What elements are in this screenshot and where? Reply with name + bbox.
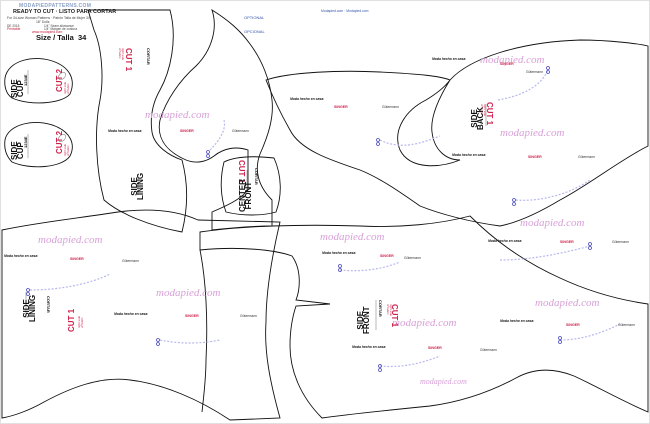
made-with-label: Moda hecho en casa:: [488, 239, 523, 243]
singer-logo: SINGER: [500, 62, 514, 66]
side-front-inner-piece: [199, 249, 208, 413]
size-label: Size / Talla 34: [36, 33, 87, 42]
optional-label-es: OPCIONAL: [244, 29, 265, 34]
watermark: modapied.com: [420, 377, 467, 386]
cut-note: right side of fabric: [63, 143, 71, 156]
optional-label: OPTIONAL: [244, 15, 265, 20]
gutermann-logo: Gütermann: [480, 348, 497, 352]
sheet-subtitle: For 34-size Woman Patterns · Patrón Tall…: [7, 16, 90, 20]
gutermann-logo: Gütermann: [232, 129, 249, 133]
singer-logo: SINGER: [528, 155, 542, 159]
cut-note: right side of fabric: [479, 104, 487, 117]
singer-logo: SINGER: [334, 105, 348, 109]
sheet-title: READY TO CUT · LISTO PARA CORTAR: [13, 9, 117, 15]
date-label: DE 2015: [7, 24, 20, 28]
cortar-label: CORTAR: [254, 168, 259, 185]
side-back-inner-piece: [397, 79, 461, 167]
printable-label: Printable: [7, 27, 21, 31]
scissors-icon: [26, 66, 592, 372]
watermark: modapied.com: [392, 317, 457, 329]
singer-logo: SINGER: [185, 314, 199, 318]
watermark: modapied.com: [535, 297, 600, 309]
cut-note: right side of fabric: [385, 304, 393, 317]
piece-name: SIDE LINING: [22, 294, 38, 322]
made-with-label: Moda hecho en casa:: [452, 153, 487, 157]
singer-logo: SINGER: [380, 254, 394, 258]
cortar-label: CORTAR: [378, 300, 383, 317]
margin-label: 1/4" Margen de costura: [44, 27, 78, 31]
gutermann-logo: Gütermann: [382, 105, 399, 109]
gutermann-logo: Gütermann: [122, 259, 139, 263]
singer-logo: SINGER: [70, 257, 84, 261]
gutermann-logo: Gütermann: [618, 323, 635, 327]
watermark: modapied.com: [480, 54, 545, 66]
made-with-label: Moda hecho en casa:: [4, 254, 39, 258]
singer-logo: SINGER: [560, 240, 574, 244]
cortar-label: CORTAR: [146, 48, 151, 65]
made-with-label: Moda hecho en casa:: [322, 251, 357, 255]
gutermann-logo: Gütermann: [240, 314, 257, 318]
gutermann-logo: Gütermann: [578, 155, 595, 159]
watermark: modapied.com: [38, 234, 103, 246]
side-cup-top-piece: [4, 58, 73, 104]
cut-label: CUT 1: [67, 308, 76, 332]
cut-note: right side of fabric: [63, 81, 71, 94]
made-with-label: Moda hecho en casa:: [290, 97, 325, 101]
seam-allowance: 1/4" Seam allowance: [44, 24, 74, 28]
brand-name: MODAPIEDPATTERNS.COM: [19, 3, 92, 9]
side-lining-top-piece: [87, 9, 188, 233]
piece-name: CENTER FRONT: [238, 179, 254, 212]
made-with-label: Moda hecho en casa:: [108, 129, 143, 133]
watermark: modapied.com: [156, 287, 221, 299]
revision-note: Modapied.com · Modapied.com: [321, 9, 369, 13]
cut-note: right side of fabric: [77, 315, 85, 328]
sheet-subtitle-2: 18" Dolls: [36, 20, 50, 24]
made-with-label: Moda hecho en casa:: [114, 312, 149, 316]
website-label: www.modapied.com: [32, 30, 63, 34]
gutermann-logo: Gütermann: [526, 70, 543, 74]
cortar-label: CORTAR: [46, 296, 51, 313]
singer-logo: SINGER: [566, 323, 580, 327]
gutermann-logo: Gütermann: [612, 240, 629, 244]
gutermann-logo: Gütermann: [404, 256, 421, 260]
cut-note: right side of fabric: [117, 48, 125, 61]
side-back-right-piece: [265, 39, 649, 227]
piece-name: SIDE LINING: [130, 172, 146, 200]
singer-logo: SINGER: [428, 346, 442, 350]
piece-code: 1234E: [23, 136, 28, 148]
watermark: modapied.com: [500, 127, 565, 139]
watermark: modapied.com: [320, 231, 385, 243]
side-lining-bottom-piece: [1, 209, 281, 421]
singer-logo: SINGER: [180, 129, 194, 133]
made-with-label: Moda hecho en casa:: [500, 319, 535, 323]
watermark: modapied.com: [145, 109, 210, 121]
center-front-small-piece: [220, 156, 281, 216]
side-back-left-piece: [158, 8, 273, 231]
piece-code: 1234E: [23, 74, 28, 86]
made-with-label: Moda hecho en casa:: [352, 345, 387, 349]
piece-name: SIDE FRONT: [356, 306, 372, 334]
side-front-piece: [199, 215, 649, 419]
side-cup-bottom-piece: [4, 122, 73, 168]
cut-label: CUT 1: [124, 48, 133, 72]
watermark: modapied.com: [520, 217, 585, 229]
made-with-label: Moda hecho en casa:: [432, 57, 467, 61]
